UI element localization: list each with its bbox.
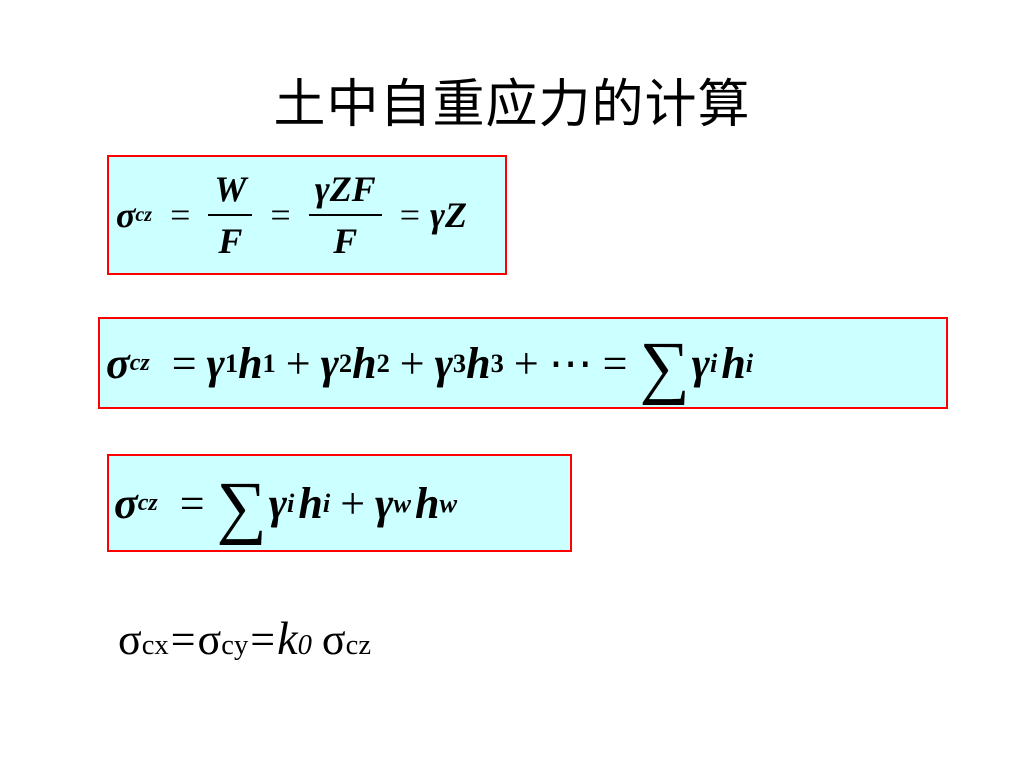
gamma-symbol: γ	[268, 478, 288, 528]
fraction-w-over-f: W F	[208, 168, 253, 262]
sigma-symbol: σ	[106, 338, 130, 388]
sigma-symbol: σ	[321, 615, 346, 664]
formula-box-1	[107, 155, 507, 275]
page-title: 土中自重应力的计算	[273, 75, 751, 135]
equals-sign: =	[602, 338, 628, 388]
gamma-symbol: γ	[375, 478, 394, 528]
equals-sign: =	[399, 195, 421, 235]
plus-sign: +	[513, 338, 539, 388]
fraction-bar	[208, 214, 253, 216]
equals-sign: =	[179, 478, 205, 528]
plus-sign: +	[399, 338, 425, 388]
rhs-gamma-z: γZ	[430, 195, 467, 235]
gamma-symbol: γ	[320, 338, 339, 388]
gamma-symbol: γ	[206, 338, 225, 388]
equals-sign: =	[270, 195, 291, 235]
sigma-symbol: σ	[116, 195, 136, 235]
gamma-symbol: γ	[691, 338, 710, 388]
h-symbol: h	[352, 338, 377, 388]
equals-sign: =	[170, 195, 191, 235]
summation-symbol: ∑	[216, 467, 267, 546]
summation-symbol: ∑	[639, 327, 690, 406]
formula-box-3	[107, 454, 572, 552]
denominator: F	[218, 221, 243, 261]
equals-sign: =	[171, 338, 197, 388]
h-symbol: h	[298, 478, 323, 528]
denominator: F	[333, 221, 358, 261]
h-symbol: h	[238, 338, 263, 388]
sigma-symbol: σ	[118, 615, 142, 664]
sigma-symbol: σ	[114, 478, 138, 528]
plus-sign: +	[340, 478, 366, 528]
formula-box-2	[98, 317, 948, 409]
sigma-symbol: σ	[197, 615, 222, 664]
gamma-symbol: γ	[434, 338, 453, 388]
equals-sign: =	[170, 615, 196, 664]
h-symbol: h	[721, 338, 746, 388]
k-symbol: k	[277, 613, 298, 664]
equals-sign: =	[250, 615, 276, 664]
numerator: W	[214, 169, 247, 209]
plus-sign: +	[285, 338, 311, 388]
ellipsis: ⋯	[548, 338, 593, 388]
h-symbol: h	[466, 338, 491, 388]
fraction-bar	[308, 214, 382, 216]
fraction-gzf-over-f: γZF F	[308, 168, 382, 262]
numerator: γZF	[314, 169, 376, 209]
h-symbol: h	[414, 478, 440, 528]
